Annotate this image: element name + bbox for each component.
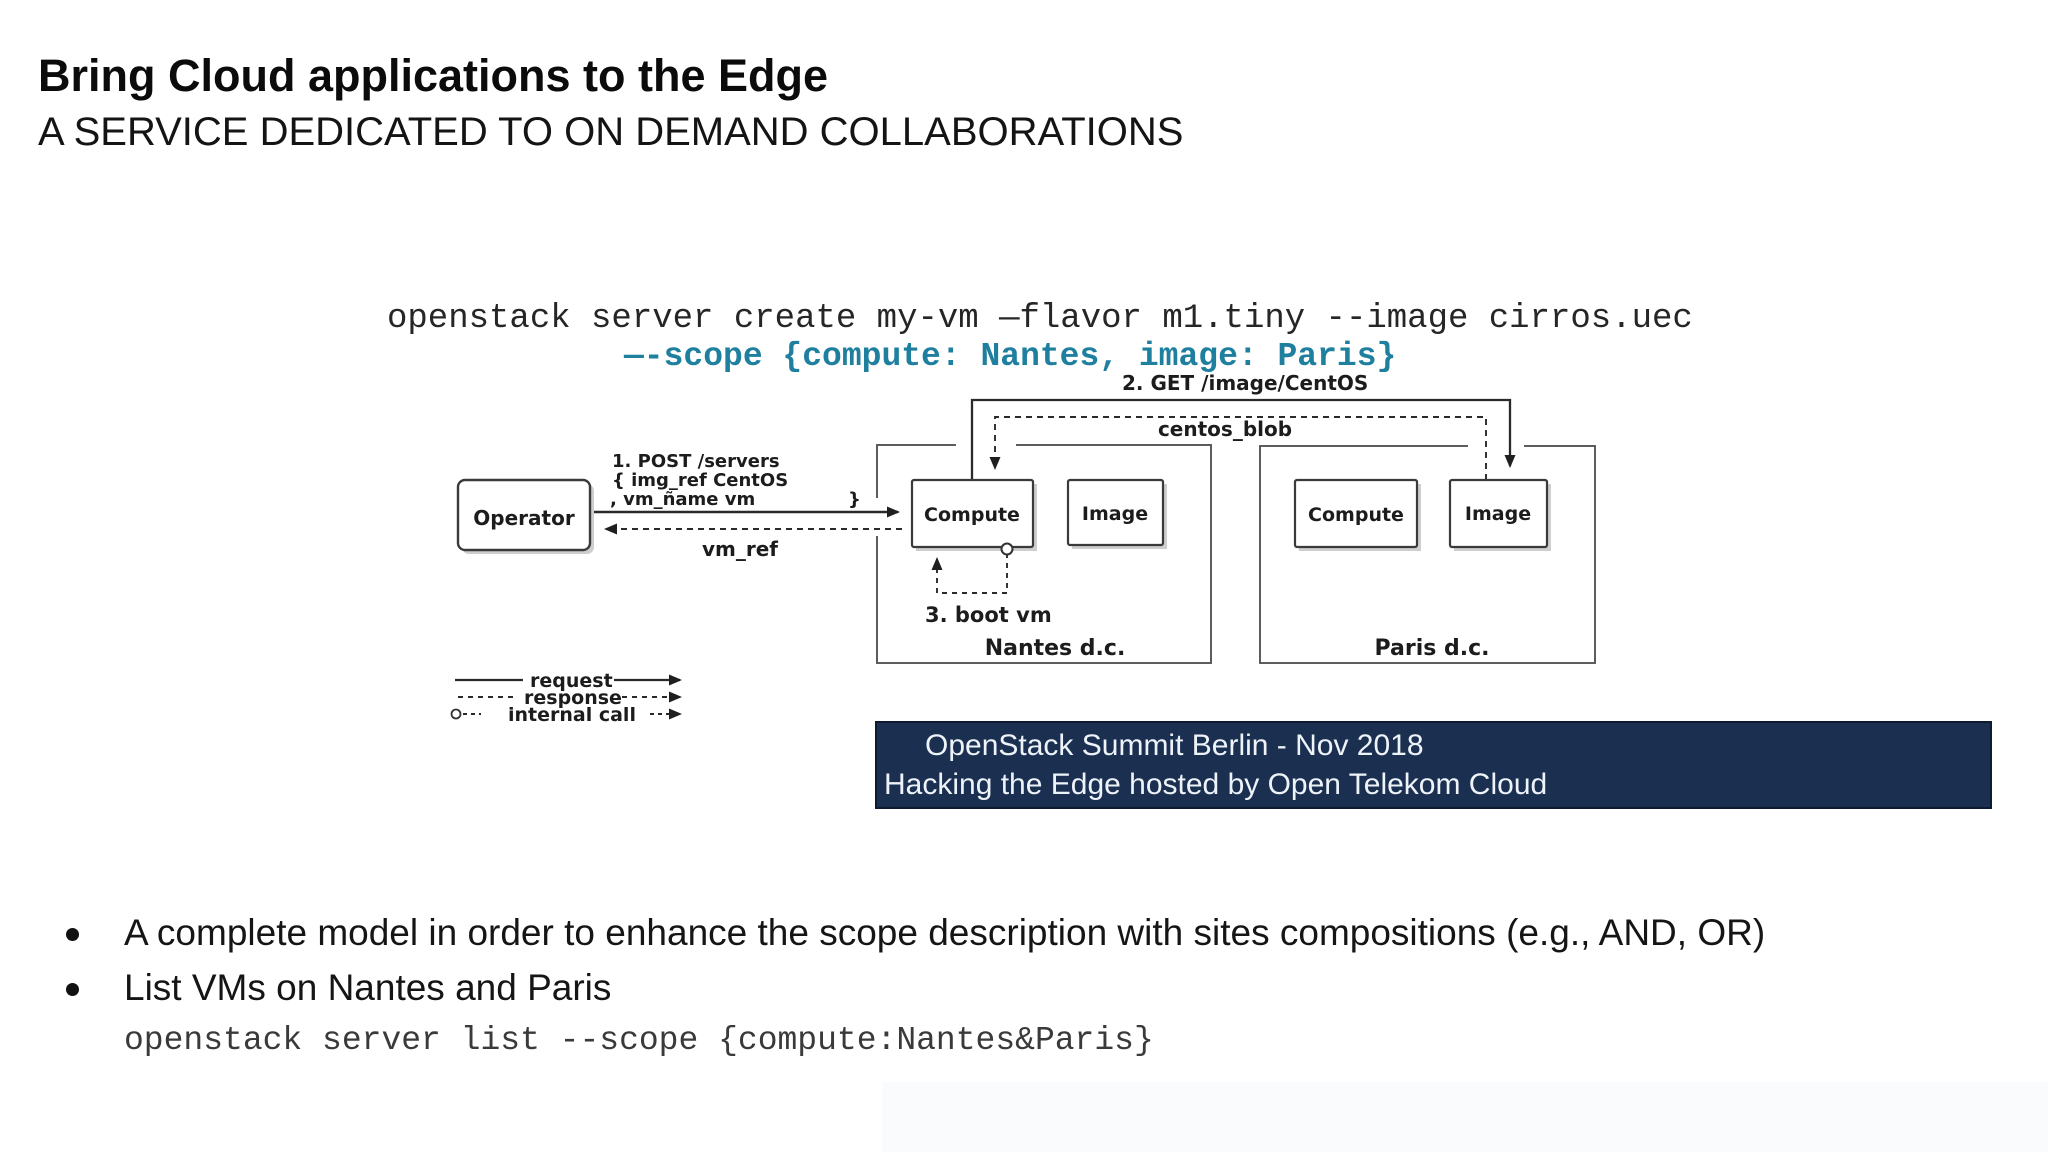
bullet-item-2-text: List VMs on Nantes and Paris <box>124 967 612 1008</box>
nantes-dc-label: Nantes d.c. <box>985 636 1126 661</box>
post-label-line2: { img_ref CentOS <box>612 470 788 491</box>
boot-vm-loop <box>931 553 1008 594</box>
banner-line-1: OpenStack Summit Berlin - Nov 2018 <box>925 728 1424 762</box>
nantes-dc-container <box>876 444 1212 664</box>
bullet-item-1-text: A complete model in order to enhance the… <box>124 912 1766 953</box>
bullet-list: A complete model in order to enhance the… <box>58 912 1988 1059</box>
scope-argument: —-scope {compute: Nantes, image: Paris} <box>624 338 1397 375</box>
compute-paris-label: Compute <box>1308 504 1404 526</box>
image-nantes-box <box>1066 478 1165 547</box>
bullet-dot-icon <box>66 983 79 996</box>
internal-call-circle <box>1000 542 1014 556</box>
legend-response-label: response <box>524 687 622 709</box>
openstack-create-command: openstack server create my-vm —flavor m1… <box>387 300 1693 338</box>
legend-request-label: request <box>530 670 613 692</box>
boot-vm-label: 3. boot vm <box>925 603 1052 627</box>
centos-blob-label: centos_blob <box>1158 417 1292 441</box>
compute-nantes-label: Compute <box>924 504 1020 526</box>
post-label-line3: , vm_ñame vm <box>610 489 755 510</box>
bullet-item-2: List VMs on Nantes and Paris <box>58 967 1988 1009</box>
image-paris-box <box>1448 478 1549 549</box>
summit-banner: OpenStack Summit Berlin - Nov 2018 Hacki… <box>875 721 1992 809</box>
post-label-line1: 1. POST /servers <box>612 451 780 472</box>
get-request-line <box>970 398 1516 480</box>
paris-dc-container <box>1259 445 1596 664</box>
get-request-label: 2. GET /image/CentOS <box>1122 371 1368 395</box>
compute-nantes-box <box>910 478 1035 549</box>
compute-paris-box <box>1293 478 1419 549</box>
page-subtitle: A SERVICE DEDICATED TO ON DEMAND COLLABO… <box>38 110 1184 154</box>
video-frame-strip <box>882 1082 2048 1152</box>
bullet-item-1: A complete model in order to enhance the… <box>58 912 1988 954</box>
post-label-brace: } <box>848 489 861 510</box>
centos-blob-response-line <box>989 416 1487 480</box>
legend-internal-call-row: internal call <box>450 704 682 726</box>
legend-request-row: request <box>455 670 682 692</box>
legend-response-row: response <box>458 687 682 709</box>
image-nantes-label: Image <box>1082 503 1148 525</box>
page-title: Bring Cloud applications to the Edge <box>38 50 829 101</box>
operator-label: Operator <box>473 506 575 530</box>
bullet-dot-icon <box>66 928 79 941</box>
banner-line-2: Hacking the Edge hosted by Open Telekom … <box>884 767 1548 801</box>
vm-ref-label: vm_ref <box>702 537 778 561</box>
legend-internal-call-label: internal call <box>508 704 636 726</box>
operator-box <box>456 478 592 552</box>
paris-dc-label: Paris d.c. <box>1374 636 1489 661</box>
image-paris-label: Image <box>1465 503 1531 525</box>
bullet-code-line: openstack server list --scope {compute:N… <box>124 1022 1154 1059</box>
